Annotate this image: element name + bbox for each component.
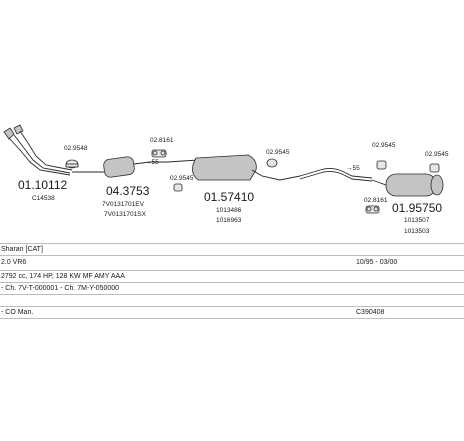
hanger-02-8161-part bbox=[151, 149, 167, 158]
ref-catalytic-1: 7V0131701EV bbox=[102, 201, 145, 208]
label-clamp-c: 02.9545 bbox=[266, 149, 290, 156]
chassis-row: - Ch. 7V-T-000001 - Ch. 7M-Y-050000 bbox=[0, 283, 464, 295]
label-middle-silencer: 01.57410 bbox=[204, 190, 254, 204]
ref-middle-2: 1016963 bbox=[216, 217, 242, 224]
label-catalytic: 04.3753 bbox=[106, 184, 150, 198]
rear-silencer-part bbox=[371, 173, 444, 197]
label-clamp-e: 02.9545 bbox=[425, 151, 449, 158]
clamp-02-9545-b-part bbox=[173, 183, 183, 192]
production-years: 10/95 - 03/00 bbox=[356, 259, 398, 266]
label-ring-55-a: →55 bbox=[145, 159, 159, 166]
engine-spec: 2792 cc, 174 HP, 128 KW MF AMY AAA bbox=[1, 273, 125, 280]
clamp-02-9548-part bbox=[65, 159, 79, 169]
kit-code: C390408 bbox=[356, 309, 385, 316]
spec-row: 2792 cc, 174 HP, 128 KW MF AMY AAA bbox=[0, 271, 464, 283]
label-clamp-b: 02.9545 bbox=[170, 175, 194, 182]
vehicle-info-table: Sharan [CAT] 2.0 VR6 10/95 - 03/00 2792 … bbox=[0, 243, 464, 319]
ref-middle-1: 1013486 bbox=[216, 207, 242, 214]
engine-row: 2.0 VR6 10/95 - 03/00 bbox=[0, 256, 464, 271]
model-row: Sharan [CAT] bbox=[0, 243, 464, 256]
model-name: Sharan [CAT] bbox=[1, 246, 43, 253]
label-front-pipe: 01.10112 bbox=[18, 178, 67, 192]
rear-pipe-part bbox=[299, 167, 373, 182]
kit-label: - CO Man. bbox=[1, 309, 34, 316]
label-clamp-d: 02.9545 bbox=[372, 142, 396, 149]
front-pipe-part bbox=[3, 124, 73, 176]
chassis-range: - Ch. 7V-T-000001 - Ch. 7M-Y-050000 bbox=[1, 285, 120, 292]
kit-row: - CO Man. C390408 bbox=[0, 307, 464, 319]
hanger-02-8161-b-part bbox=[365, 205, 380, 214]
label-clamp-a: 02.9548 bbox=[64, 145, 88, 152]
label-hanger-a: 02.8161 bbox=[150, 137, 174, 144]
ref-rear-2: 1013503 bbox=[404, 228, 430, 235]
label-rear-silencer: 01.95750 bbox=[392, 201, 442, 215]
clamp-02-9545-d-part bbox=[376, 160, 387, 170]
ref-rear-1: 1013507 bbox=[404, 217, 430, 224]
label-hanger-b: 02.8161 bbox=[364, 197, 388, 204]
blank-row bbox=[0, 295, 464, 307]
label-ring-55-b: →55 bbox=[346, 165, 360, 172]
engine-name: 2.0 VR6 bbox=[1, 259, 27, 266]
ref-catalytic-2: 7V0131701SX bbox=[104, 211, 147, 218]
clamp-02-9545-e-part bbox=[429, 163, 440, 173]
middle-silencer-part bbox=[167, 154, 301, 181]
ref-front-pipe: C14538 bbox=[32, 195, 55, 202]
catalytic-converter-part bbox=[72, 156, 168, 178]
clamp-02-9545-c-part bbox=[266, 158, 278, 168]
exhaust-system-diagram: 02.9548 01.10112 C14538 02.8161 →55 04.3… bbox=[3, 124, 449, 235]
